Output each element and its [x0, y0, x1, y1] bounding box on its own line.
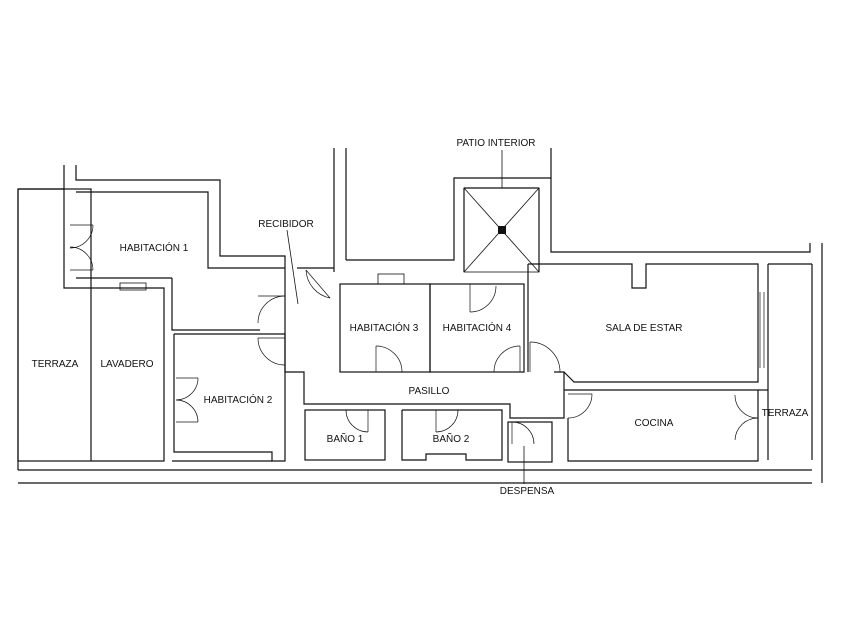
label-habitacion-2: HABITACIÓN 2: [204, 393, 273, 406]
label-terraza-left: TERRAZA: [32, 359, 79, 370]
interior-walls: [17, 188, 768, 484]
label-cocina: COCINA: [635, 418, 674, 429]
label-sala-de-estar: SALA DE ESTAR: [605, 323, 682, 334]
patio-interior: [463, 150, 540, 273]
doors: [69, 224, 765, 445]
label-habitacion-4: HABITACIÓN 4: [443, 321, 512, 334]
label-terraza-right: TERRAZA: [762, 408, 809, 419]
label-bano-2: BAÑO 2: [433, 432, 470, 445]
label-despensa: DESPENSA: [500, 486, 555, 497]
label-pasillo: PASILLO: [409, 386, 450, 397]
label-recibidor: RECIBIDOR: [258, 219, 314, 230]
label-lavadero: LAVADERO: [101, 359, 154, 370]
label-bano-1: BAÑO 1: [327, 432, 364, 445]
label-habitacion-1: HABITACIÓN 1: [120, 241, 189, 254]
label-habitacion-3: HABITACIÓN 3: [350, 321, 419, 334]
outer-walls: [17, 148, 823, 484]
room-labels: PATIO INTERIOR RECIBIDOR HABITACIÓN 1 HA…: [32, 138, 809, 497]
label-patio-interior: PATIO INTERIOR: [456, 138, 535, 149]
